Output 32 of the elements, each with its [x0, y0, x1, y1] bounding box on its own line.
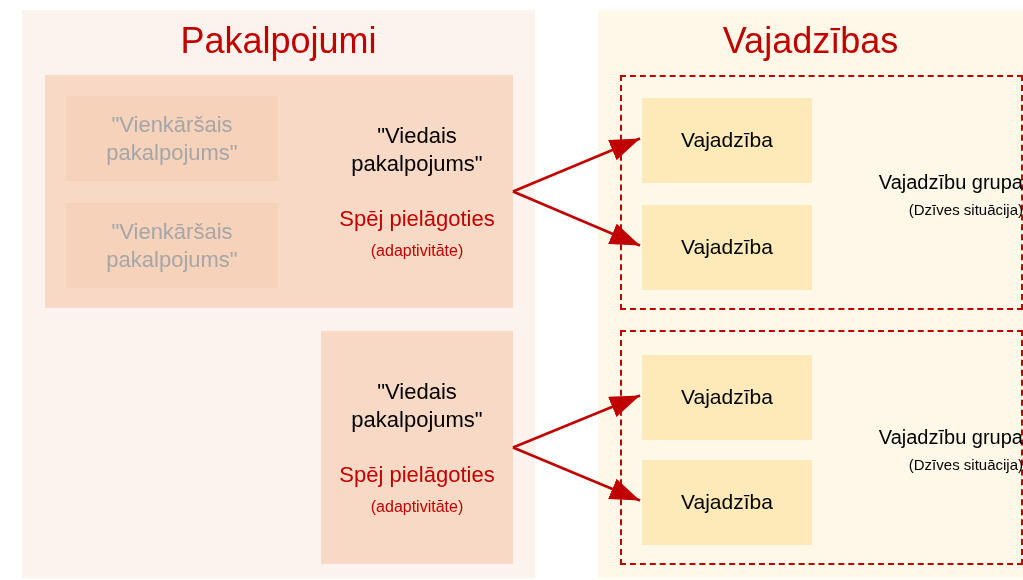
arrow — [512, 137, 641, 193]
need-label: Vajadzība — [681, 489, 773, 516]
need-label: Vajadzība — [681, 384, 773, 411]
service-name: "Viedais pakalpojums" — [350, 122, 484, 178]
service-name: "Vienkāršais pakalpojums" — [105, 111, 239, 166]
arrow — [512, 446, 641, 502]
group-note: (Dzīves situācija) — [908, 200, 1023, 220]
arrow — [512, 190, 641, 247]
group-title: Vajadzību grupa — [878, 169, 1023, 195]
service-name: "Vienkāršais pakalpojums" — [105, 218, 239, 273]
service-box — [45, 75, 513, 308]
need-label: Vajadzība — [681, 234, 773, 261]
service-box — [321, 331, 513, 564]
panel-title: Pakalpojumi — [180, 19, 377, 63]
group-frame — [620, 75, 1023, 310]
group-frame — [620, 330, 1023, 565]
group-title: Vajadzību grupa — [878, 424, 1023, 450]
arrow — [512, 394, 641, 449]
service-feature: Spēj pielāgoties — [339, 205, 495, 233]
service-note: (adaptivitāte) — [370, 240, 464, 261]
group-note: (Dzīves situācija) — [908, 455, 1023, 475]
need-box — [642, 205, 812, 290]
panel-background — [598, 10, 1023, 578]
panel-background — [22, 10, 535, 578]
service-feature: Spēj pielāgoties — [339, 461, 495, 489]
panel-title: Vajadzības — [722, 19, 899, 63]
service-name: "Viedais pakalpojums" — [350, 378, 484, 434]
need-box — [642, 98, 812, 183]
service-note: (adaptivitāte) — [370, 496, 464, 517]
need-box — [642, 460, 812, 545]
need-label: Vajadzība — [681, 127, 773, 154]
need-box — [642, 355, 812, 440]
